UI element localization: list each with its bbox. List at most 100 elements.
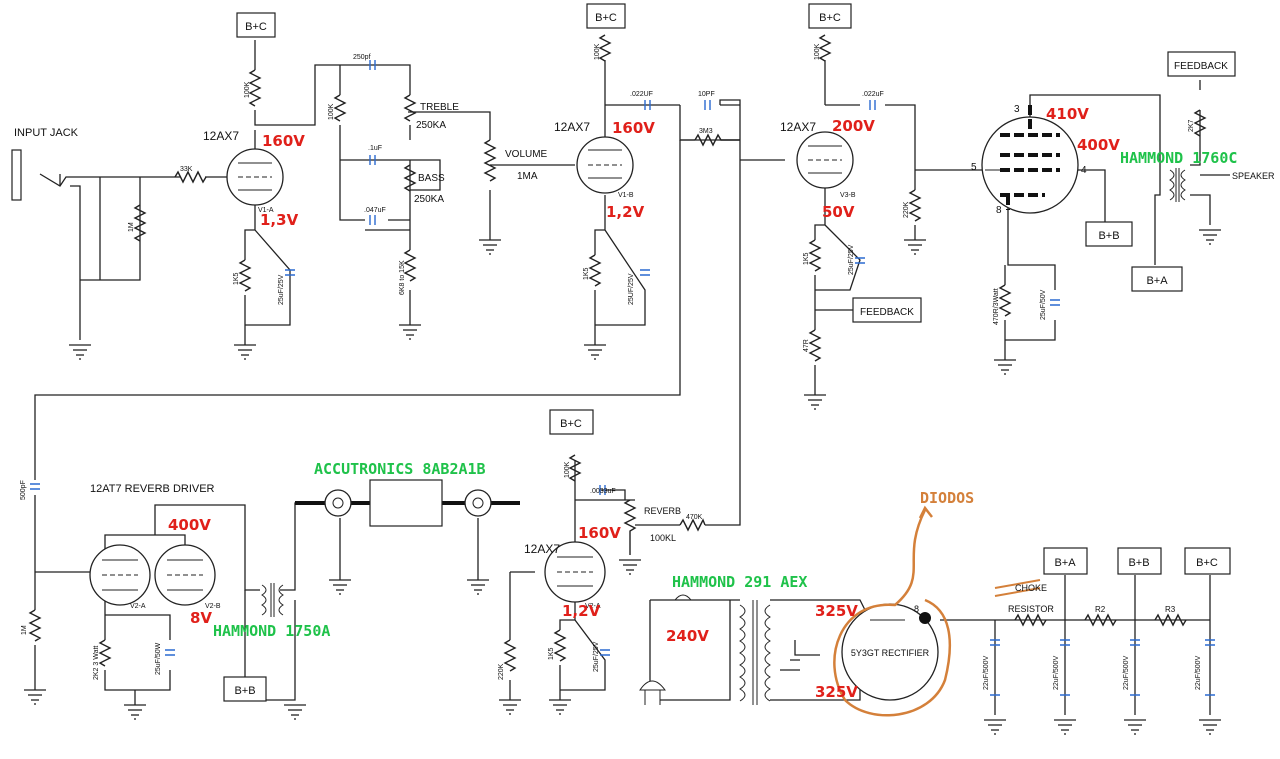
speaker-label: SPEAKER xyxy=(1232,171,1275,181)
part-value: 1K5 xyxy=(803,252,810,265)
diodos-circle xyxy=(833,509,952,717)
output-transformer xyxy=(1169,168,1186,202)
volume-pot xyxy=(483,139,497,182)
part-value: 25uF/25V xyxy=(848,244,855,275)
resistor-100k-v3b xyxy=(818,34,832,62)
resistor-r2 xyxy=(1084,613,1117,627)
r2-label: R2 xyxy=(1095,605,1106,614)
resistor-1k5-v1a xyxy=(238,259,252,292)
part-value: 100K xyxy=(564,461,571,478)
resistor-1m-in xyxy=(133,204,147,242)
tube-id: V2-A xyxy=(585,603,601,610)
part-value: 22uF/500V xyxy=(1053,655,1060,690)
part-value: 47R xyxy=(803,339,810,352)
voltage: 160V xyxy=(612,119,655,137)
bass-pot xyxy=(403,164,417,192)
pin-label: 5 xyxy=(971,162,977,173)
tube-output xyxy=(981,105,1079,214)
feedback-label: FEEDBACK xyxy=(1174,61,1228,72)
bc-label: B+C xyxy=(595,12,617,24)
ba-label: B+A xyxy=(1146,275,1168,287)
reverb-label: REVERB xyxy=(644,506,681,516)
resistor-r3 xyxy=(1154,613,1187,627)
pin-label: 3 xyxy=(1014,104,1020,115)
bass-label: BASS xyxy=(418,173,445,184)
resistor-220k-out xyxy=(908,189,922,222)
reverb-value: 100KL xyxy=(650,533,676,543)
ba-label: B+A xyxy=(1054,557,1076,569)
r3-label: R3 xyxy=(1165,605,1176,614)
resistor-33k xyxy=(174,170,207,184)
rectifier-label: 5Y3GT RECTIFIER xyxy=(851,648,930,658)
part-value: 470K xyxy=(686,514,703,521)
voltage: 50V xyxy=(822,203,855,221)
part-value: 470R/3Watt xyxy=(993,288,1000,325)
resistor-470r xyxy=(998,284,1012,317)
pin-label: 8 xyxy=(996,205,1002,216)
wiring xyxy=(34,40,1230,715)
choke-strike xyxy=(994,579,1041,597)
part-value: 100K xyxy=(814,43,821,60)
tube-id: V1-A xyxy=(258,207,274,214)
diodos-note: DIODOS xyxy=(920,489,974,507)
voltage: 8V xyxy=(190,609,212,627)
input-jack-label: INPUT JACK xyxy=(14,127,79,139)
part-value: 1K5 xyxy=(233,272,240,285)
part-value: 1K5 xyxy=(583,267,590,280)
part-value: 220K xyxy=(903,201,910,218)
bc-label: B+C xyxy=(560,418,582,430)
part-value: 22uF/500V xyxy=(1195,655,1202,690)
part-value: 100K xyxy=(244,81,251,98)
resistor-220k-rev xyxy=(503,639,517,672)
resistor-label: RESISTOR xyxy=(1008,604,1054,614)
part-value: 100K xyxy=(328,103,335,120)
reverb-pot xyxy=(623,499,637,555)
part-value: 1M xyxy=(21,625,28,635)
voltage: 410V xyxy=(1046,105,1089,123)
bb-label: B+B xyxy=(1098,230,1119,242)
tube-id: V2-B xyxy=(205,603,221,610)
resistor-1k5-v3b xyxy=(808,239,822,272)
tube-type: 12AX7 xyxy=(554,120,590,134)
voltage-annotations: 160V 1,3V 160V 1,2V 200V 50V 410V 400V 4… xyxy=(168,105,1120,701)
part-value: .022UF xyxy=(630,91,653,98)
power-transformer xyxy=(639,594,771,705)
tube-type: 12AX7 xyxy=(203,129,239,143)
voltage: 1,3V xyxy=(260,211,299,229)
hammond-output-note: HAMMOND 1760C xyxy=(1120,149,1237,167)
tube-type: 12AX7 xyxy=(524,542,560,556)
resistor-2k7 xyxy=(1193,109,1207,137)
reverb-transformer xyxy=(261,583,284,617)
resistor-470k xyxy=(679,518,706,532)
resistor-100k-v1b xyxy=(598,34,612,62)
voltage: 400V xyxy=(1077,136,1120,154)
tube-v3b xyxy=(796,131,854,189)
voltage: 325V xyxy=(815,602,858,620)
resistor-100k-tone xyxy=(333,94,347,122)
accutronics-note: ACCUTRONICS 8AB2A1B xyxy=(314,460,486,478)
resistor-2k2 xyxy=(98,639,112,667)
pin-label: 4 xyxy=(1081,165,1087,176)
part-value: 25uF/50W xyxy=(155,642,162,675)
part-value: 10PF xyxy=(698,91,715,98)
voltage: 325V xyxy=(815,683,858,701)
resistor-1m-rev xyxy=(28,609,42,642)
resistor-choke xyxy=(1014,613,1047,627)
voltage: 400V xyxy=(168,516,211,534)
text-labels: B+C B+C B+C B+C FEEDBACK FEEDBACK B+B B+… xyxy=(14,12,1275,697)
voltage: 240V xyxy=(666,627,709,645)
resistor-1k5-rev xyxy=(553,629,567,662)
diodos-arrow xyxy=(918,505,933,519)
part-value: 25uF/25V xyxy=(593,641,600,672)
part-value: .047uF xyxy=(364,207,386,214)
tube-v2-reverb-driver xyxy=(89,544,216,606)
part-value: .1uF xyxy=(368,145,382,152)
part-value: 1K5 xyxy=(548,647,555,660)
volume-label: VOLUME xyxy=(505,149,548,160)
treble-value: 250KA xyxy=(416,120,446,131)
part-value: 1M xyxy=(128,222,135,232)
resistor-3m3 xyxy=(694,133,740,147)
part-value: .022uF xyxy=(862,91,884,98)
part-value: 100K xyxy=(594,43,601,60)
